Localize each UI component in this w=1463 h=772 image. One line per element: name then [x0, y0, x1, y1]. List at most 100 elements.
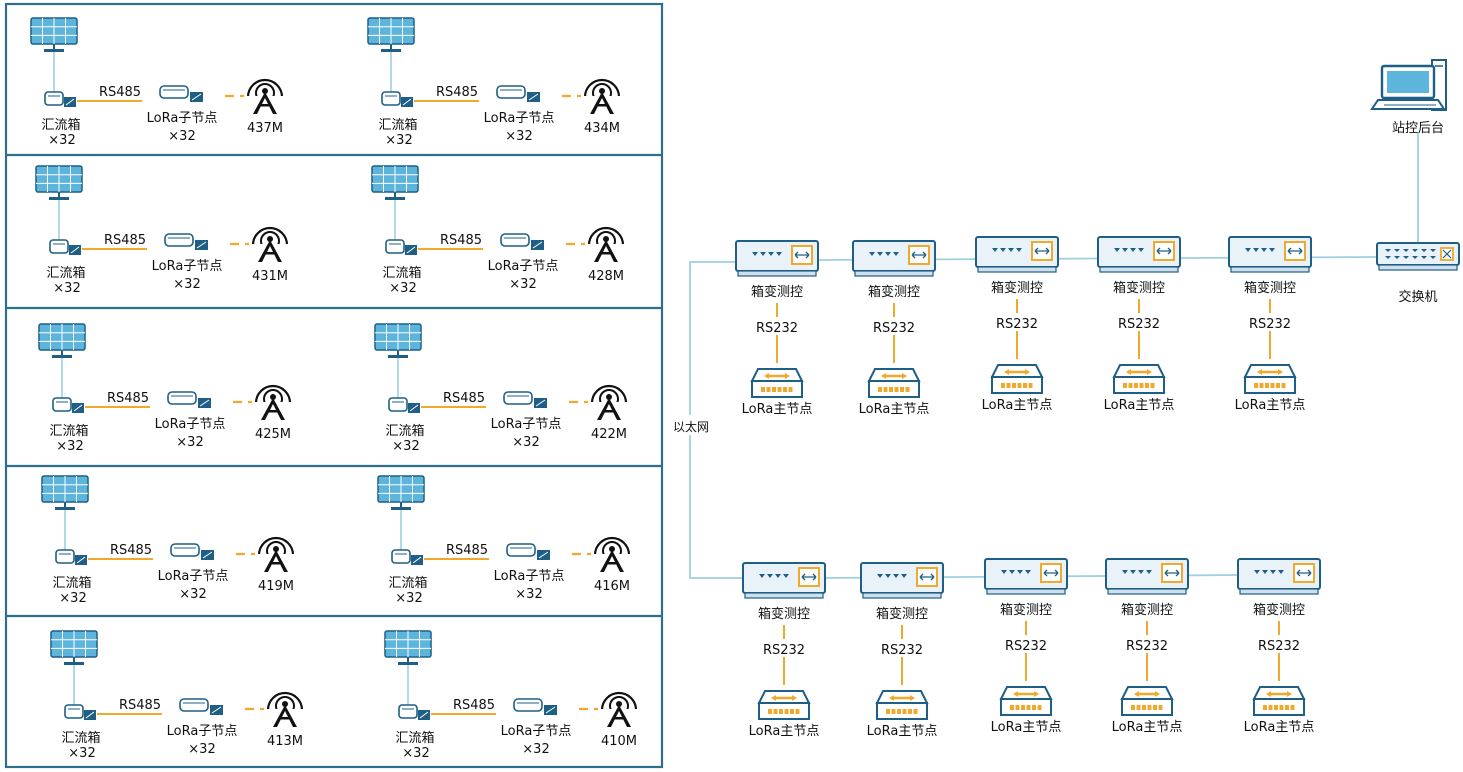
- subnode-label: LoRa子节点: [488, 259, 559, 274]
- box-transformer-controller-icon: [975, 236, 1059, 273]
- box-controller-label: 箱变测控: [1113, 280, 1165, 296]
- frequency-label: 419M: [258, 579, 294, 594]
- rs232-label: RS232: [873, 321, 915, 336]
- switch-label: 交换机: [1398, 289, 1437, 305]
- lora-master-icon: [757, 690, 811, 720]
- solar-panel-icon: [371, 165, 419, 200]
- rs232-label: RS232: [1005, 639, 1047, 654]
- lora-master-label: LoRa主节点: [1244, 720, 1315, 735]
- network-switch-icon: [1376, 242, 1460, 271]
- lora-master-icon: [1252, 686, 1306, 716]
- frequency-label: 437M: [247, 121, 283, 136]
- solar-panel-icon: [50, 630, 98, 665]
- combiner-count: ×32: [395, 591, 422, 606]
- box-transformer-controller-icon: [742, 562, 826, 599]
- radio-tower-icon: [600, 691, 638, 729]
- subnode-label: LoRa子节点: [155, 417, 226, 432]
- box-controller-label: 箱变测控: [1000, 602, 1052, 618]
- frequency-label: 413M: [267, 734, 303, 749]
- box-transformer-controller-icon: [1097, 236, 1181, 273]
- lora-subnode-icon: [179, 698, 223, 715]
- rs232-label: RS232: [1249, 317, 1291, 332]
- combiner-box-icon: [64, 704, 96, 720]
- rs232-label: RS232: [1126, 639, 1168, 654]
- rs232-label: RS232: [1258, 639, 1300, 654]
- rs485-label: RS485: [110, 543, 152, 558]
- rs232-label: RS232: [881, 643, 923, 658]
- box-controller-label: 箱变测控: [991, 280, 1043, 296]
- lora-subnode-icon: [506, 543, 550, 560]
- lora-master-label: LoRa主节点: [867, 724, 938, 739]
- combiner-count: ×32: [389, 281, 416, 296]
- combiner-box-icon: [398, 704, 430, 720]
- radio-tower-icon: [583, 78, 621, 116]
- box-controller-label: 箱变测控: [751, 284, 803, 300]
- rs485-label: RS485: [440, 233, 482, 248]
- combiner-box-icon: [49, 239, 81, 255]
- lora-master-label: LoRa主节点: [1104, 398, 1175, 413]
- subnode-count: ×32: [515, 587, 542, 602]
- lora-master-icon: [999, 686, 1053, 716]
- box-controller-label: 箱变测控: [876, 606, 928, 622]
- lora-master-label: LoRa主节点: [1235, 398, 1306, 413]
- lora-subnode-icon: [503, 391, 547, 408]
- lora-master-label: LoRa主节点: [742, 402, 813, 417]
- radio-tower-icon: [246, 78, 284, 116]
- radio-tower-icon: [266, 691, 304, 729]
- combiner-label: 汇流箱: [52, 575, 91, 591]
- combiner-label: 汇流箱: [388, 575, 427, 591]
- lora-subnode-icon: [500, 233, 544, 250]
- box-controller-label: 箱变测控: [1244, 280, 1296, 296]
- combiner-box-icon: [381, 91, 413, 107]
- box-controller-label: 箱变测控: [1253, 602, 1305, 618]
- rs485-label: RS485: [443, 391, 485, 406]
- combiner-count: ×32: [59, 591, 86, 606]
- combiner-box-icon: [391, 549, 423, 565]
- lora-master-icon: [990, 364, 1044, 394]
- subnode-count: ×32: [522, 742, 549, 757]
- combiner-count: ×32: [53, 281, 80, 296]
- box-controller-label: 箱变测控: [1121, 602, 1173, 618]
- computer-label: 站控后台: [1392, 121, 1444, 136]
- combiner-label: 汇流箱: [382, 265, 421, 281]
- rs485-label: RS485: [453, 698, 495, 713]
- box-transformer-controller-icon: [1105, 558, 1189, 595]
- subnode-count: ×32: [173, 277, 200, 292]
- radio-tower-icon: [251, 226, 289, 264]
- box-controller-label: 箱变测控: [758, 606, 810, 622]
- frequency-label: 416M: [594, 579, 630, 594]
- combiner-count: ×32: [48, 133, 75, 148]
- rs232-label: RS232: [996, 317, 1038, 332]
- combiner-label: 汇流箱: [41, 117, 80, 133]
- stations-frame: [4, 2, 664, 769]
- rs232-label: RS232: [756, 321, 798, 336]
- lora-master-label: LoRa主节点: [1112, 720, 1183, 735]
- solar-panel-icon: [30, 17, 78, 52]
- subnode-count: ×32: [179, 587, 206, 602]
- solar-panel-icon: [38, 323, 86, 358]
- subnode-count: ×32: [168, 129, 195, 144]
- rs485-label: RS485: [99, 85, 141, 100]
- radio-tower-icon: [593, 536, 631, 574]
- subnode-count: ×32: [509, 277, 536, 292]
- ethernet-label: 以太网: [673, 419, 709, 434]
- box-transformer-controller-icon: [1228, 236, 1312, 273]
- rs232-label: RS232: [763, 643, 805, 658]
- combiner-box-icon: [44, 91, 76, 107]
- solar-panel-icon: [367, 17, 415, 52]
- radio-tower-icon: [590, 384, 628, 422]
